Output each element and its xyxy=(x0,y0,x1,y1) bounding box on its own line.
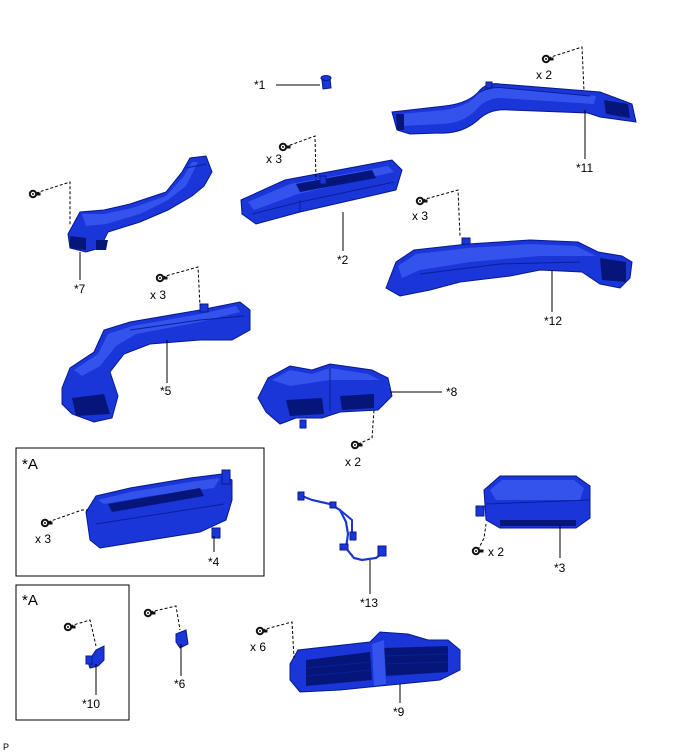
box-label-a-lower: *A xyxy=(22,592,38,609)
callout-9: *9 xyxy=(393,705,405,719)
callout-4: *4 xyxy=(208,555,220,569)
callout-7: *7 xyxy=(74,282,86,296)
qty-5: x 3 xyxy=(150,288,166,302)
part-8-twin-vent xyxy=(257,363,393,429)
callout-13: *13 xyxy=(360,596,378,610)
qty-9: x 6 xyxy=(250,640,266,654)
callout-5: *5 xyxy=(160,384,172,398)
part-7-side-duct xyxy=(67,155,213,253)
part-6-bracket xyxy=(175,629,189,649)
part-13-wire-harness xyxy=(297,491,387,562)
part-10-bracket xyxy=(85,645,105,669)
box-label-a-upper: *A xyxy=(22,456,38,473)
callout-1: *1 xyxy=(254,78,266,92)
callout-8: *8 xyxy=(446,385,458,399)
qty-11: x 2 xyxy=(536,68,552,82)
callout-3: *3 xyxy=(554,561,566,575)
corner-code: P xyxy=(3,742,9,752)
part-12-duct xyxy=(385,237,633,297)
callout-10: *10 xyxy=(82,697,100,711)
callout-6: *6 xyxy=(174,677,186,691)
callout-2: *2 xyxy=(337,253,349,267)
qty-3: x 2 xyxy=(488,545,504,559)
callout-12: *12 xyxy=(544,314,562,328)
callout-11: *11 xyxy=(576,161,593,175)
part-3-control-unit xyxy=(475,475,591,529)
qty-12: x 3 xyxy=(412,209,428,223)
qty-4: x 3 xyxy=(35,532,51,546)
part-2-center-duct xyxy=(240,159,403,225)
qty-2: x 3 xyxy=(266,152,282,166)
part-4-duct-housing xyxy=(85,469,233,549)
part-1-clip xyxy=(320,75,332,90)
qty-8: x 2 xyxy=(345,455,361,469)
part-9-grille-panel xyxy=(289,631,461,693)
group-box-a-upper xyxy=(15,447,265,577)
group-box-a-lower xyxy=(15,584,130,721)
part-11-duct xyxy=(391,81,637,135)
part-5-duct xyxy=(61,301,251,423)
